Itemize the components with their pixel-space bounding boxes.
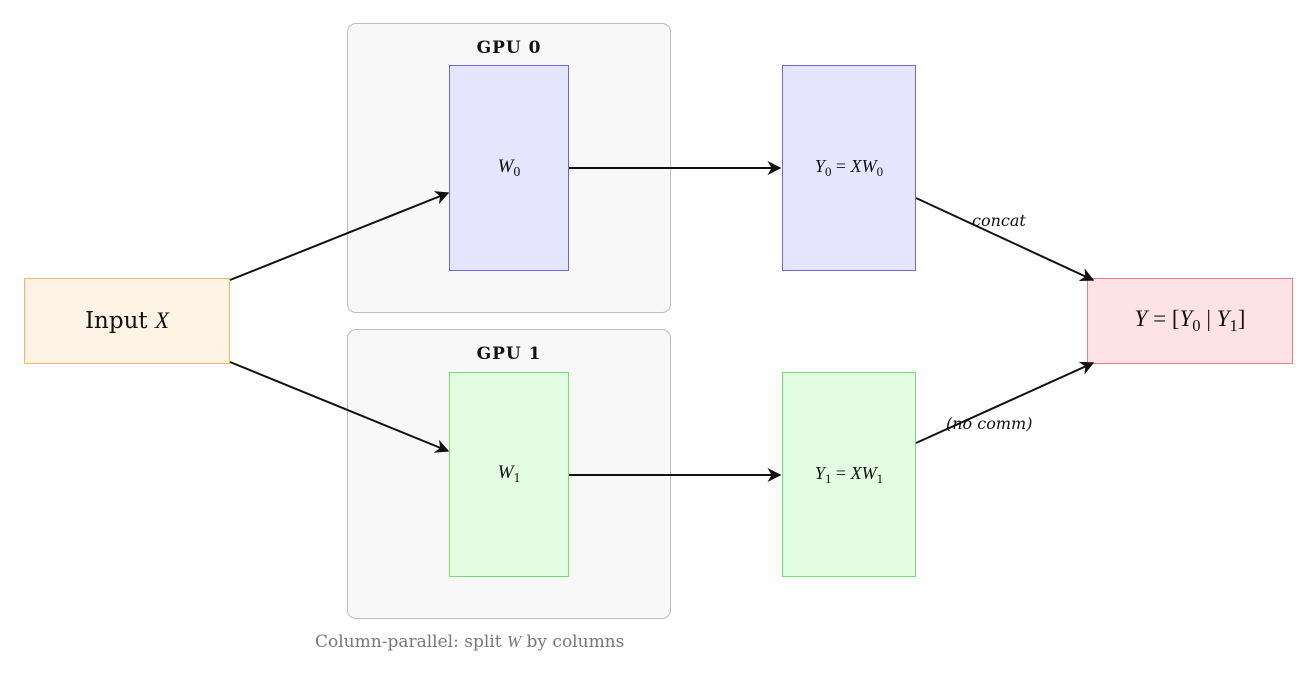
input-node: Input X [24, 278, 230, 364]
edge-y0-to-result [915, 197, 1095, 282]
edge-label-no-comm: (no comm) [946, 414, 1033, 433]
gpu-0-title: GPU 0 [476, 38, 542, 58]
output-y1-node: Y1 = XW1 [782, 372, 916, 577]
edge-input-to-w0 [229, 191, 450, 281]
gpu-1-title: GPU 1 [476, 344, 542, 364]
w0-label: W0 [497, 155, 521, 180]
edge-label-concat: concat [972, 211, 1026, 230]
y1-label: Y1 = XW1 [814, 462, 884, 486]
input-var: X [154, 308, 170, 333]
edge-input-to-w1 [229, 361, 450, 453]
result-label: Y = [Y0 | Y1] [1134, 306, 1246, 335]
y0-label: Y0 = XW0 [814, 156, 884, 179]
result-node: Y = [Y0 | Y1] [1087, 278, 1293, 364]
diagram-caption: Column-parallel: split W by columns [315, 632, 625, 652]
weight-w1-node: W1 [449, 372, 569, 577]
weight-w0-node: W0 [449, 65, 569, 271]
w1-label: W1 [497, 462, 521, 486]
edge-y1-to-result [915, 361, 1095, 444]
input-label: Input [84, 308, 148, 334]
output-y0-node: Y0 = XW0 [782, 65, 916, 271]
